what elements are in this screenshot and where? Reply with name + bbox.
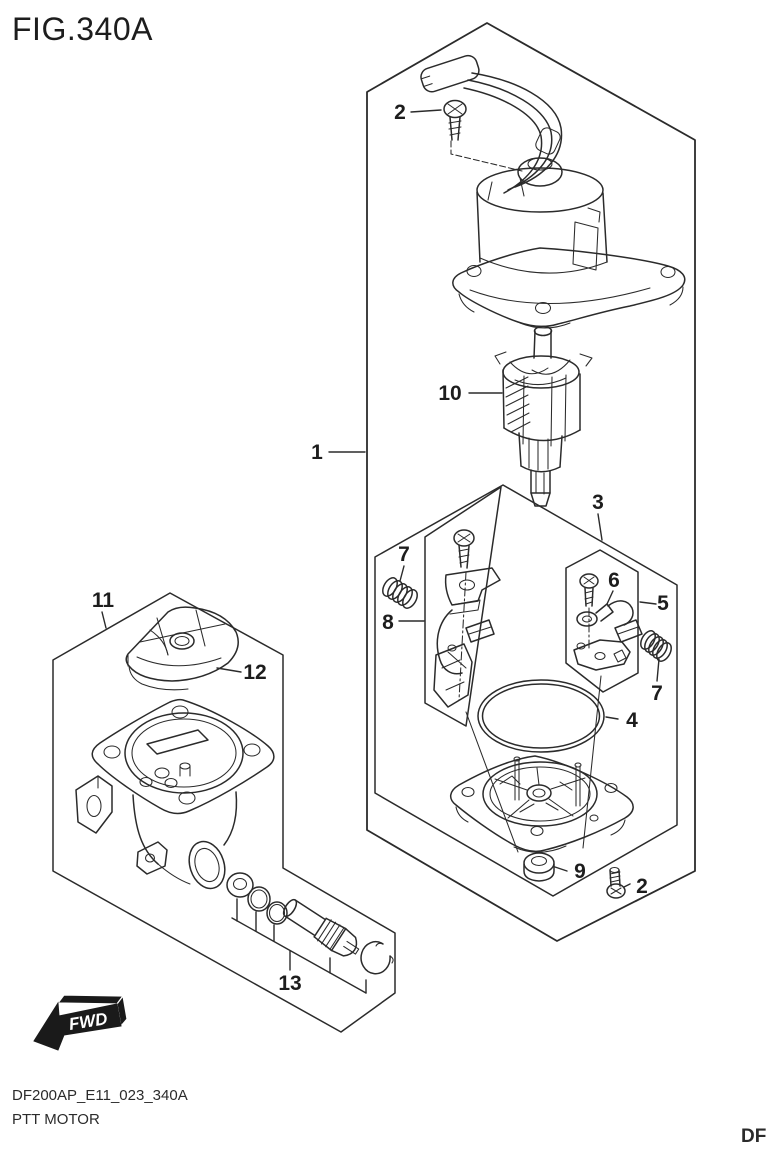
callout-6: 6 [608, 569, 620, 592]
valve-bracket-lines [231, 898, 367, 994]
page-corner-text: DF [741, 1126, 766, 1147]
wire-connector [420, 54, 480, 93]
wire-clamp [535, 127, 561, 155]
fwd-direction-arrow: FWD [33, 994, 128, 1051]
callout-4: 4 [626, 709, 638, 732]
inner-assembly-box [374, 484, 678, 897]
callout-7-right: 7 [651, 682, 663, 705]
pump-assembly-box [52, 592, 396, 1033]
motor-assembly [420, 54, 686, 329]
alignment-lines [465, 675, 602, 853]
brush-holder-right [573, 573, 643, 671]
valve-assembly [226, 872, 394, 994]
valve-body [282, 898, 360, 957]
mount-ear [75, 775, 113, 834]
callout-11: 11 [92, 589, 115, 612]
side-port [188, 840, 226, 890]
drawing-code: DF200AP_E11_023_340A [12, 1087, 188, 1104]
callout-3: 3 [592, 491, 604, 514]
end-cap-spokes [494, 767, 586, 819]
drawing-name: PTT MOTOR [12, 1111, 100, 1128]
brush-holder-left [433, 529, 501, 708]
callout-2-bottom: 2 [636, 875, 648, 898]
screw-bottom [606, 866, 626, 899]
o-ring-small-1 [247, 886, 271, 912]
c-clip [360, 941, 394, 975]
filter-plate [125, 606, 239, 691]
callout-8: 8 [382, 611, 394, 634]
armature [494, 325, 593, 507]
callout-13: 13 [278, 972, 301, 995]
callout-labels: 1 2 3 4 5 6 7 7 8 9 2 10 11 12 13 [92, 101, 669, 995]
motor-flange [452, 247, 686, 329]
motor-lead-wires [463, 72, 563, 201]
callout-1: 1 [311, 441, 323, 464]
screw-top [443, 99, 523, 172]
stud [179, 762, 191, 777]
bottom-block [136, 841, 168, 875]
washer [226, 872, 254, 898]
end-cap-pins [513, 756, 582, 807]
end-cap-plate [450, 755, 634, 853]
callout-7-left: 7 [398, 543, 410, 566]
grommet [523, 852, 555, 882]
o-ring [477, 679, 605, 753]
outer-assembly-box [366, 22, 696, 942]
callout-9: 9 [574, 860, 586, 883]
brush-box-left [424, 486, 502, 727]
callout-2-top: 2 [394, 101, 406, 124]
spring-right [640, 630, 672, 662]
brush-box-right [565, 549, 639, 693]
brush-lead-wire [607, 600, 634, 626]
callout-10: 10 [438, 382, 461, 405]
armature-hatch [505, 376, 531, 433]
callout-5: 5 [657, 592, 669, 615]
o-ring-small-2 [266, 901, 288, 925]
callout-12: 12 [243, 661, 266, 684]
figure-title: FIG.340A [12, 11, 153, 47]
callout-leader-lines [101, 109, 660, 971]
motor-body [476, 157, 608, 274]
pump-housing [75, 698, 275, 890]
